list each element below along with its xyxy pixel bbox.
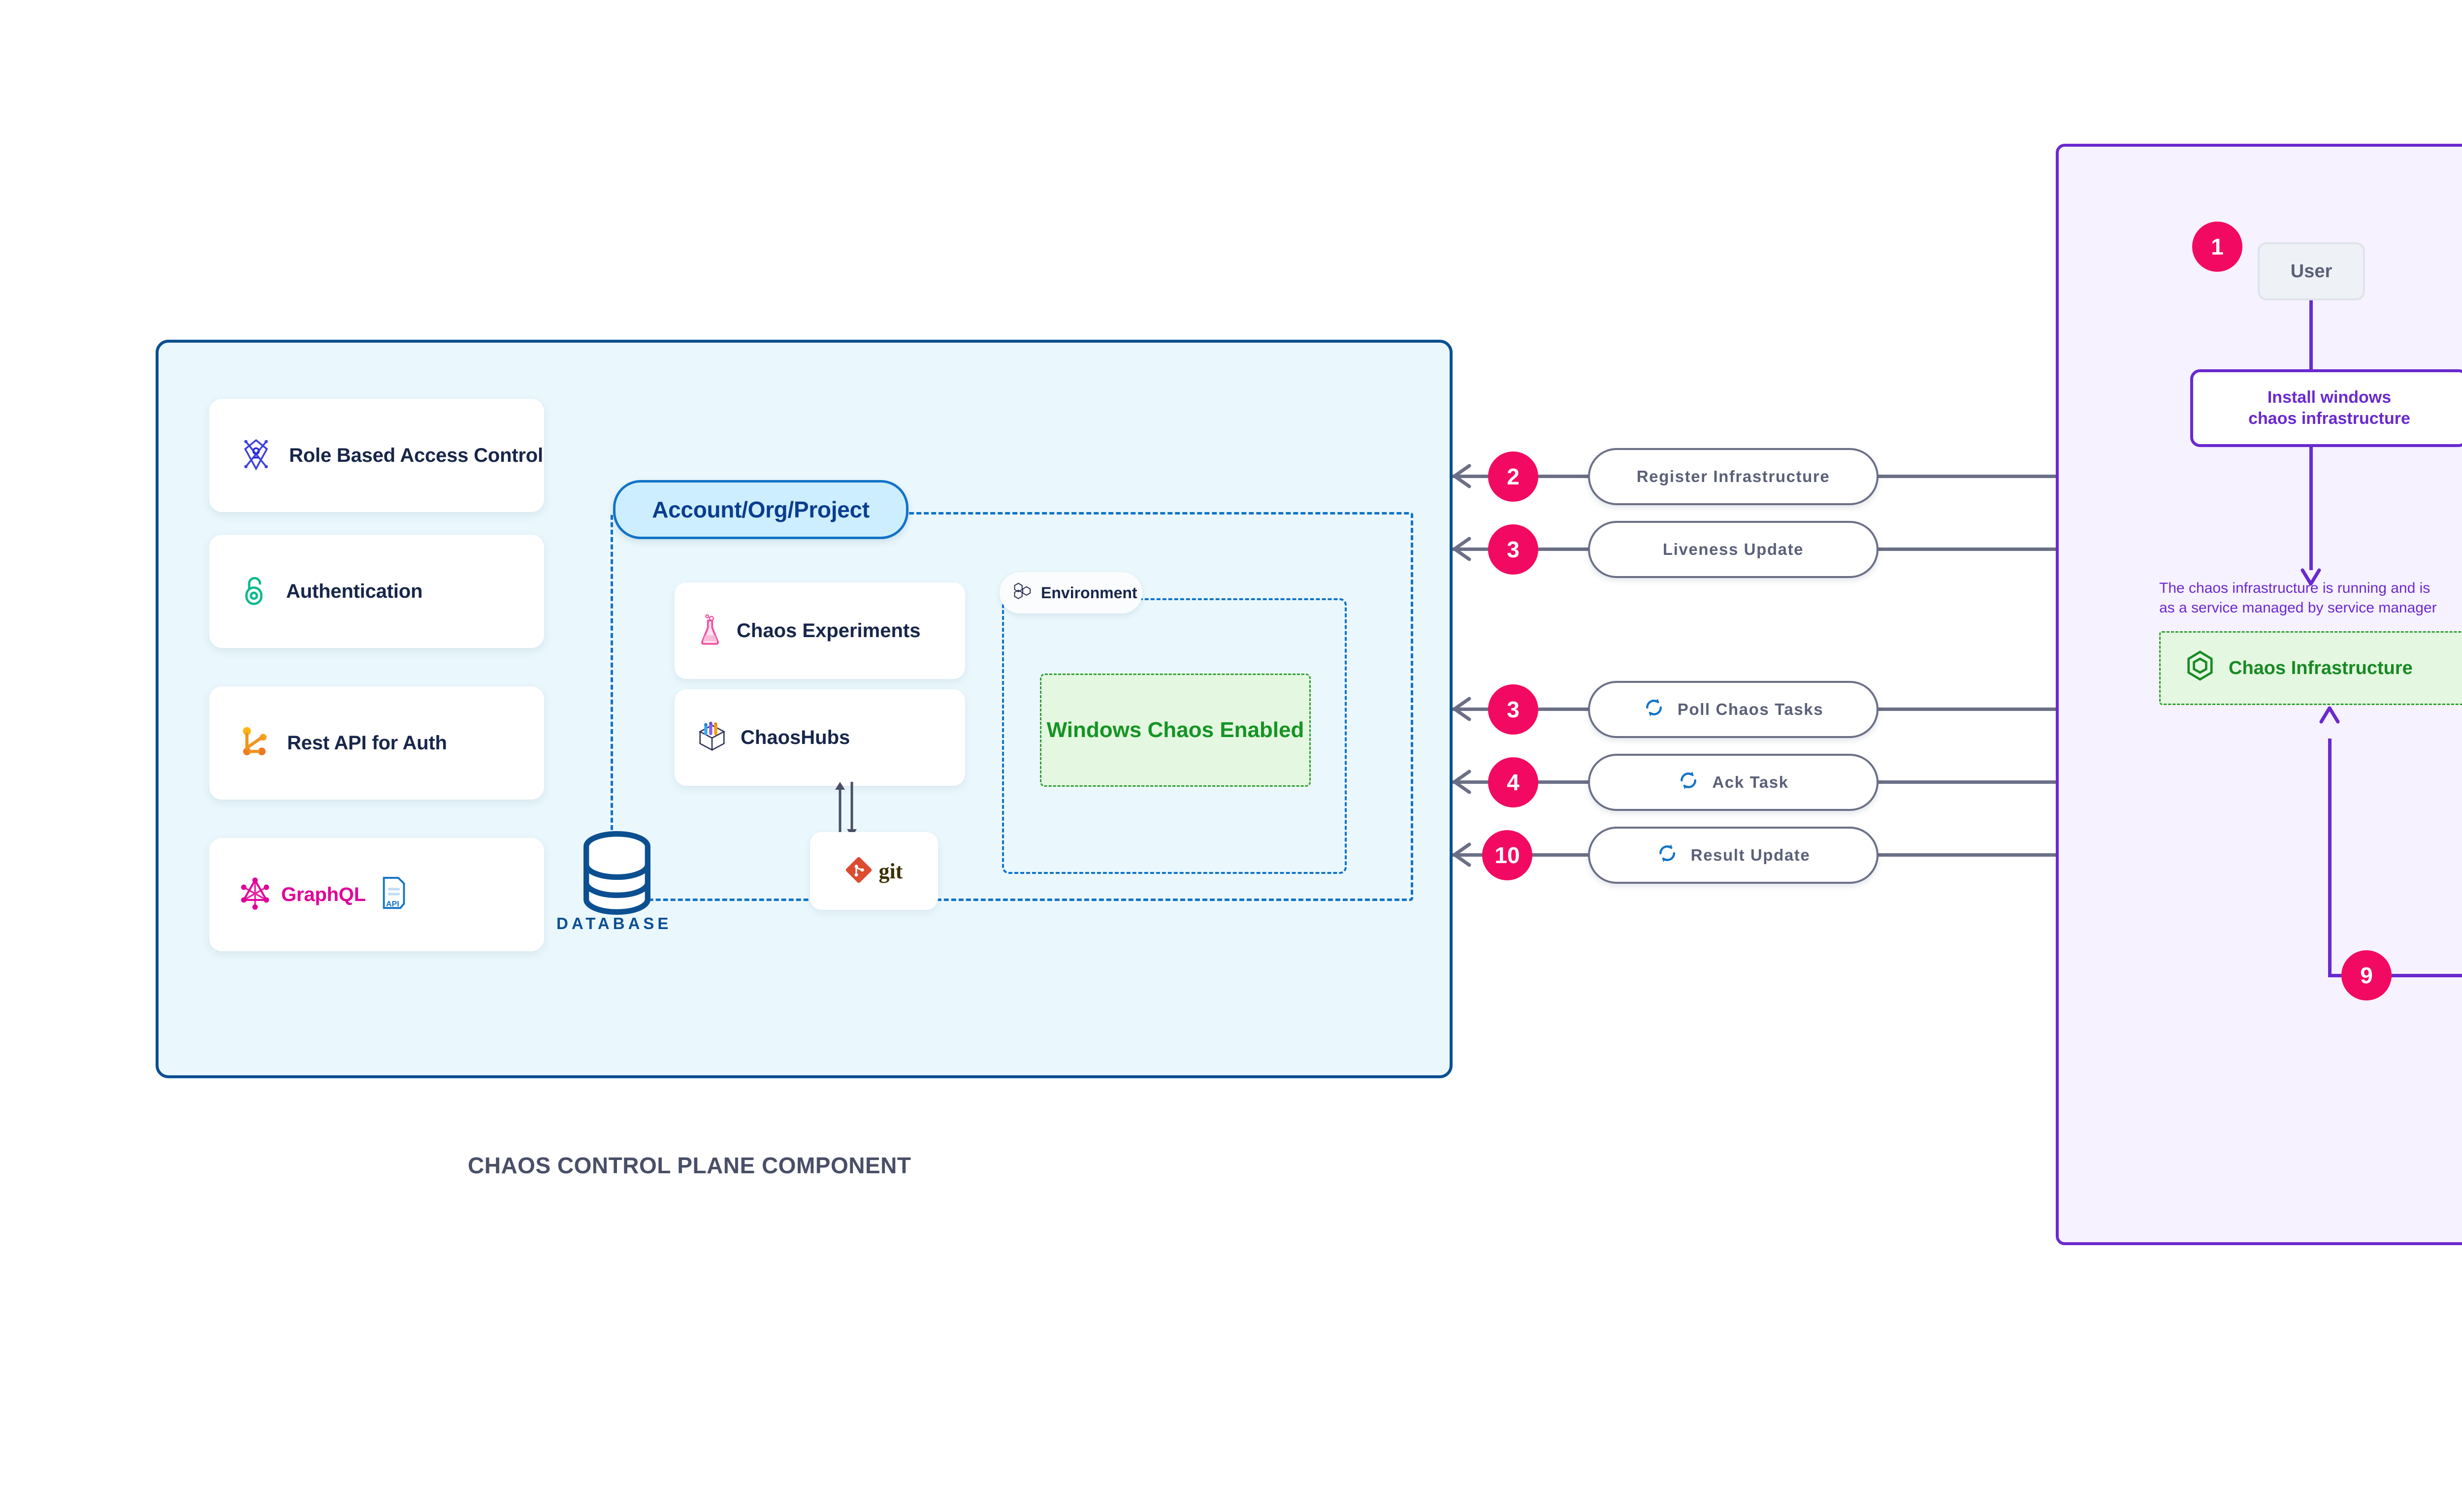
arrow-left-icon	[1453, 770, 1471, 794]
connector-pill-label: Register Infrastructure	[1636, 467, 1830, 485]
flask-icon	[697, 613, 723, 648]
connector-pill-label: Liveness Update	[1662, 540, 1804, 558]
connector-pill-register-infrastructure[interactable]: Register Infrastructure	[1588, 448, 1879, 505]
control-plane-title: CHAOS CONTROL PLANE COMPONENT	[468, 1153, 911, 1178]
hexagon-icon	[2186, 650, 2214, 686]
connector-pill-label: Poll Chaos Tasks	[1677, 700, 1824, 718]
rbac-icon	[240, 438, 272, 473]
svg-text:API: API	[386, 900, 399, 908]
service-card-rest-api[interactable]: Rest API for Auth	[209, 686, 544, 800]
connector-badge: 2	[1488, 451, 1538, 502]
connector-badge: 4	[1488, 757, 1538, 807]
refresh-icon	[1678, 770, 1699, 795]
connector-pill-label: Result Update	[1690, 846, 1811, 864]
connector-badge: 3	[1488, 524, 1538, 575]
chaos-infrastructure-label: Chaos Infrastructure	[2229, 657, 2413, 678]
refresh-icon	[1656, 842, 1678, 868]
arrow-left-icon	[1453, 842, 1471, 867]
scope-chip-label: Account/Org/Project	[652, 497, 870, 522]
windows-chaos-status-box: Windows Chaos Enabled	[1040, 674, 1311, 787]
arrow-left-icon	[1453, 697, 1471, 721]
step-badge-results: 9	[2341, 950, 2392, 1000]
environment-chip-label: Environment	[1041, 583, 1137, 602]
database-label: DATABASE	[556, 914, 672, 933]
install-box-label: Install windows chaos infrastructure	[2248, 388, 2410, 428]
service-label: GraphQL	[281, 883, 366, 905]
api-doc-icon: API	[381, 876, 407, 913]
inner-card-chaoshubs[interactable]: ChaosHubs	[675, 689, 965, 786]
account-org-project-scope	[611, 512, 1413, 901]
environment-scope	[1002, 598, 1347, 874]
install-windows-chaos-infrastructure-box[interactable]: Install windows chaos infrastructure	[2190, 369, 2462, 447]
service-card-rbac[interactable]: Role Based Access Control	[209, 399, 544, 512]
user-label: User	[2290, 260, 2332, 282]
git-icon	[845, 857, 872, 886]
service-card-graphql[interactable]: GraphQL API	[209, 838, 544, 951]
lock-icon	[240, 574, 269, 609]
inner-card-label: Chaos Experiments	[737, 619, 921, 642]
connector-pill-poll-chaos-tasks[interactable]: Poll Chaos Tasks	[1588, 681, 1879, 738]
refresh-icon	[1643, 697, 1665, 722]
service-label: Rest API for Auth	[287, 732, 447, 754]
arrow-up-icon	[2319, 706, 2340, 724]
service-label: Role Based Access Control	[289, 444, 543, 466]
arrow-down-icon	[2300, 568, 2321, 586]
chaos-infrastructure-box[interactable]: Chaos Infrastructure	[2159, 631, 2462, 705]
hexagon-cluster-icon	[1013, 581, 1032, 604]
environment-chip[interactable]: Environment	[1000, 572, 1142, 613]
graphql-icon	[240, 877, 270, 912]
inner-card-chaos-experiments[interactable]: Chaos Experiments	[675, 582, 965, 679]
database-cylinder-icon	[583, 831, 650, 915]
connector-pill-ack-task[interactable]: Ack Task	[1588, 754, 1879, 811]
inner-card-label: git	[878, 859, 903, 883]
step-badge-user: 1	[2192, 222, 2242, 272]
rest-api-icon	[240, 726, 270, 761]
user-box[interactable]: User	[2258, 242, 2365, 300]
windows-chaos-status-label: Windows Chaos Enabled	[1046, 718, 1304, 742]
connector-pill-label: Ack Task	[1712, 773, 1789, 791]
inner-card-label: ChaosHubs	[741, 726, 850, 748]
arrow-left-icon	[1453, 537, 1471, 561]
service-label: Authentication	[286, 580, 423, 602]
inner-card-git[interactable]: git	[810, 832, 938, 910]
chaos-infra-note: The chaos infrastructure is running and …	[2159, 580, 2437, 616]
connector-badge: 10	[1482, 830, 1532, 880]
arrow-left-icon	[1453, 464, 1471, 488]
connector-pill-result-update[interactable]: Result Update	[1588, 827, 1879, 884]
connector-pill-liveness-update[interactable]: Liveness Update	[1588, 521, 1879, 578]
test-tube-rack-icon	[697, 720, 727, 755]
service-card-authentication[interactable]: Authentication	[209, 535, 544, 648]
account-org-project-chip[interactable]: Account/Org/Project	[613, 480, 908, 539]
connector-badge: 3	[1488, 684, 1538, 735]
